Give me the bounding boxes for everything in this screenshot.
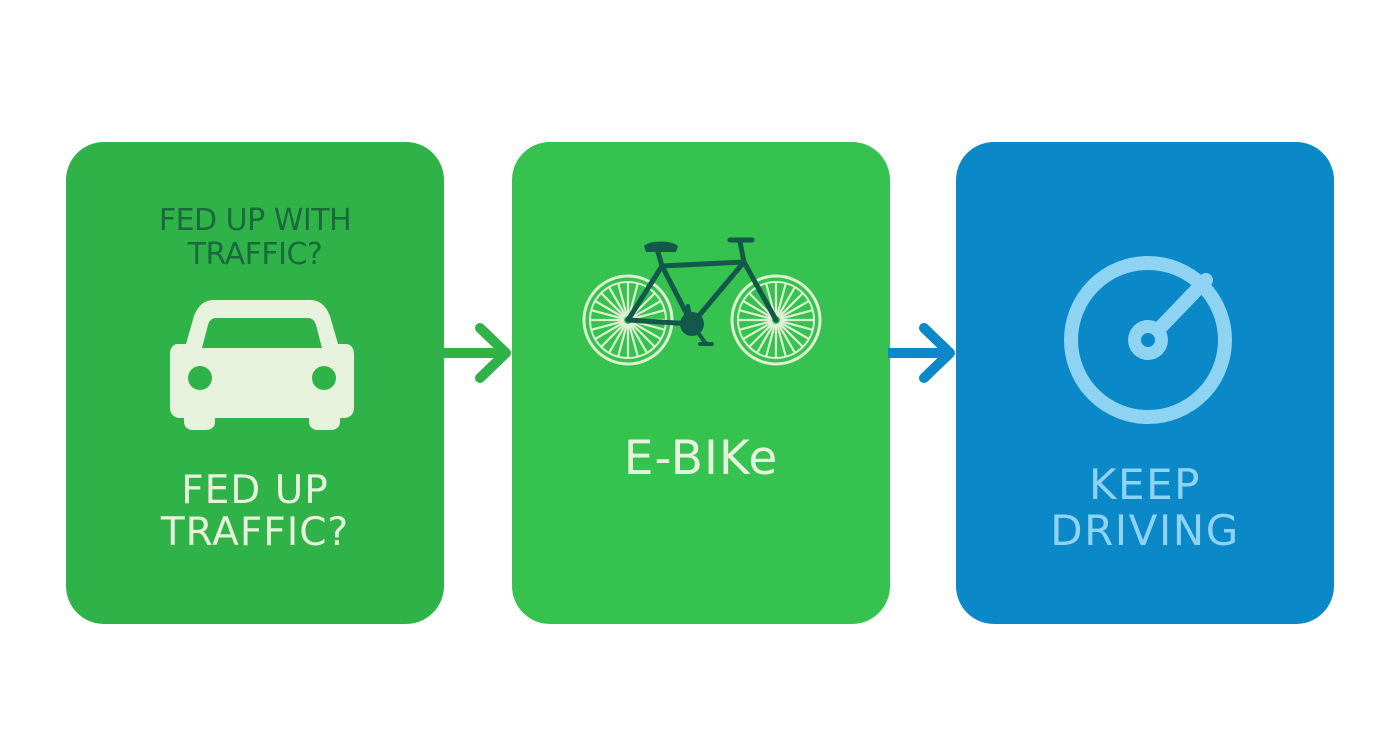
arrow-right-icon — [888, 323, 955, 383]
traffic-question-top: FED UP WITH TRAFFIC? — [158, 203, 352, 272]
gauge-icon — [1064, 256, 1232, 424]
keep-driving-label: KEEP DRIVING — [1050, 460, 1240, 555]
car-icon — [170, 300, 354, 430]
ebike-label: E-BIKe — [623, 431, 779, 486]
arrow-right-icon — [444, 323, 511, 383]
keep-driving-panel: KEEP DRIVING — [956, 142, 1334, 624]
bicycle-icon — [582, 237, 822, 366]
traffic-panel: FED UP WITH TRAFFIC? FED UP TRAFFIC? — [66, 142, 444, 624]
ebike-panel: E-BIKe — [512, 142, 890, 624]
traffic-question-bottom: FED UP TRAFFIC? — [160, 468, 350, 555]
